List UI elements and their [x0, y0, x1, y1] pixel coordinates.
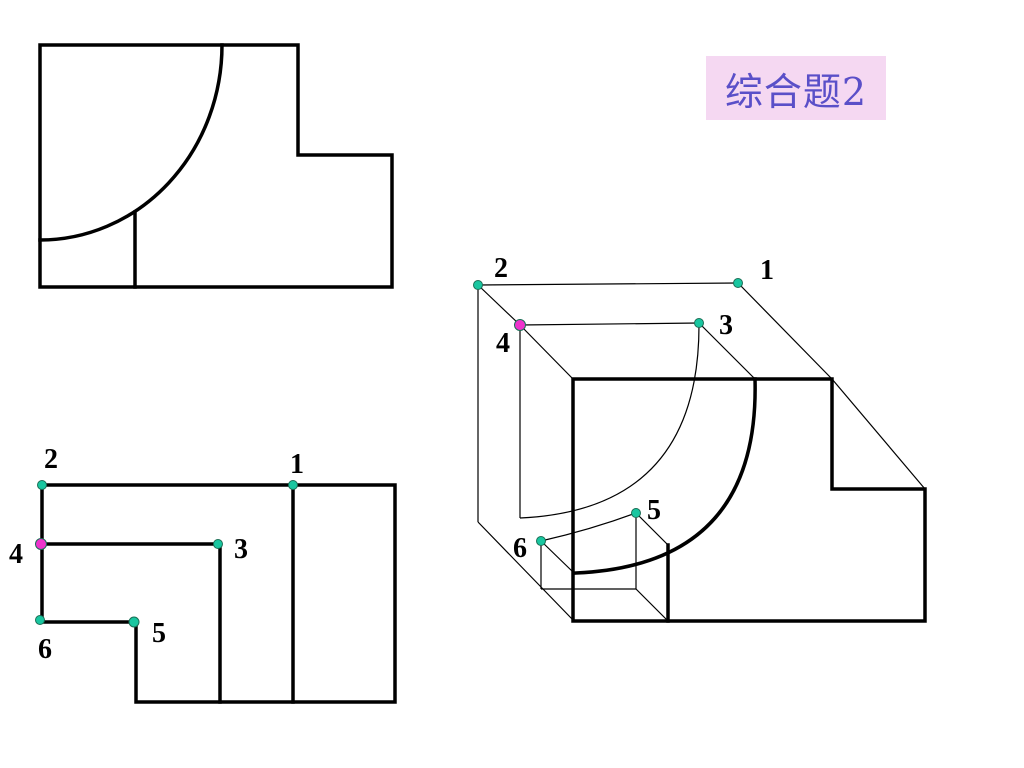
fv-label-4: 4: [9, 539, 23, 570]
fv-point-1: [288, 480, 298, 490]
iso-arc-6-5: [540, 512, 637, 542]
iso-point-4: [514, 319, 526, 331]
iso-label-1: 1: [760, 255, 774, 286]
iso-edge-4-3: [519, 322, 700, 326]
fv-label-1: 1: [290, 449, 304, 480]
iso-arc-back: [519, 322, 700, 519]
top-view-arc: [38, 43, 224, 242]
iso-edge-inner-diag: [635, 588, 669, 622]
front-view: 2 1 3 4 5 6: [9, 444, 397, 704]
fv-label-6: 6: [38, 634, 52, 665]
iso-edge-bottom-left: [477, 521, 574, 621]
top-view: [38, 43, 394, 289]
fv-point-5: [128, 616, 140, 628]
title-box: 综合题2: [706, 56, 886, 120]
iso-edge-right-step: [831, 378, 926, 490]
iso-edge-6-front: [540, 540, 574, 573]
isometric-view: 2 1 3 4 5 6: [473, 253, 927, 623]
iso-point-1: [733, 278, 743, 288]
iso-edge-2-4: [477, 284, 521, 326]
iso-front-arc: [574, 377, 757, 575]
iso-edge-3-front: [698, 322, 756, 380]
iso-edge-5-front: [635, 512, 669, 546]
iso-label-4: 4: [496, 328, 510, 359]
iso-point-2: [473, 280, 483, 290]
fv-label-3: 3: [234, 534, 248, 565]
fv-point-3: [213, 539, 223, 549]
iso-edge-4-front: [519, 324, 574, 380]
fv-point-2: [37, 480, 47, 490]
fv-label-5: 5: [152, 618, 166, 649]
top-view-outline: [38, 43, 394, 289]
iso-front-face: [571, 377, 927, 623]
iso-point-3: [694, 318, 704, 328]
iso-label-5: 5: [647, 495, 661, 526]
fv-point-6: [35, 615, 45, 625]
iso-edge-1-right: [737, 282, 833, 380]
iso-label-3: 3: [719, 310, 733, 341]
fv-point-4: [35, 538, 47, 550]
iso-edge-2-1: [477, 282, 739, 286]
iso-point-5: [631, 508, 641, 518]
iso-point-6: [536, 536, 546, 546]
iso-label-6: 6: [513, 533, 527, 564]
iso-label-2: 2: [494, 253, 508, 284]
fv-label-2: 2: [44, 444, 58, 475]
page-title: 综合题2: [724, 69, 868, 114]
